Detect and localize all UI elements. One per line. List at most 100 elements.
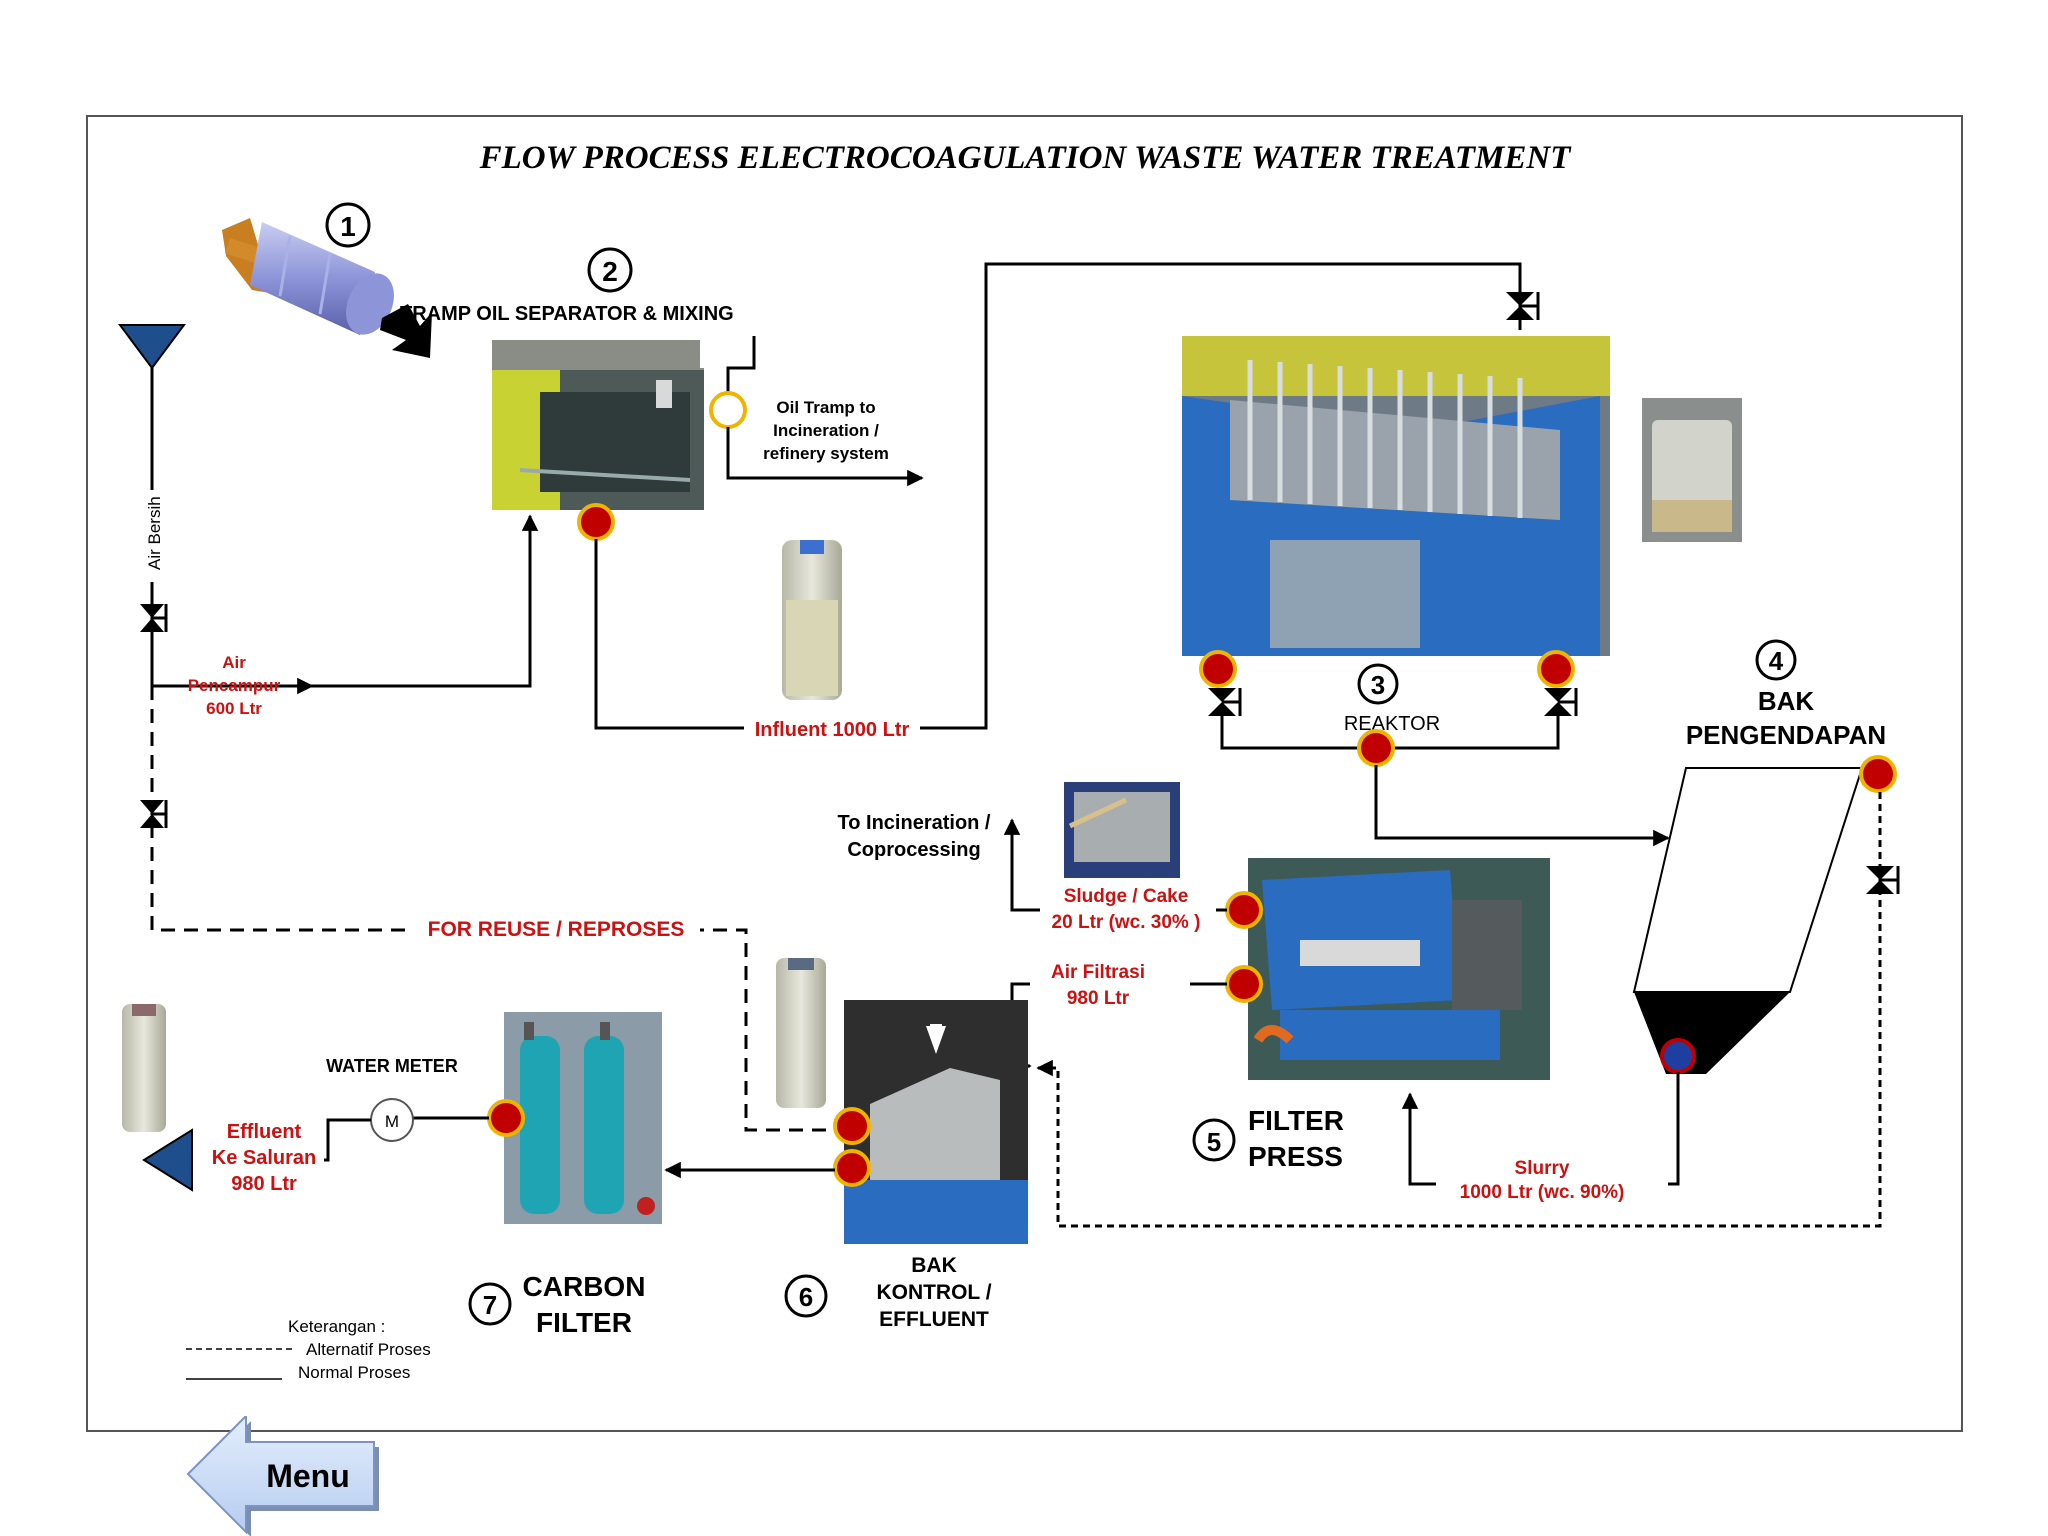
svg-text:1: 1 bbox=[340, 211, 356, 242]
reaktor-photo bbox=[1182, 336, 1610, 656]
svg-text:FILTER: FILTER bbox=[536, 1307, 632, 1338]
water-meter-icon: M bbox=[370, 1098, 414, 1142]
slurry-label: Slurry 1000 Ltr (wc. 90%) bbox=[1436, 1150, 1668, 1208]
legend: Keterangan : Alternatif Proses Normal Pr… bbox=[186, 1317, 431, 1382]
svg-text:7: 7 bbox=[483, 1290, 497, 1320]
air-pencampur-label: Air Pencampur 600 Ltr bbox=[188, 653, 281, 718]
mixing-feed-line bbox=[312, 514, 539, 688]
valve-air-bersih-icon[interactable] bbox=[140, 604, 168, 632]
reaktor-sample-point-right[interactable] bbox=[1537, 650, 1575, 688]
svg-text:5: 5 bbox=[1207, 1127, 1221, 1157]
influent-sample-bottle bbox=[782, 540, 842, 700]
clean-water-source-icon bbox=[118, 324, 186, 370]
svg-text:Air Filtrasi: Air Filtrasi bbox=[1051, 962, 1145, 983]
diagram-frame bbox=[86, 115, 1963, 1432]
air-filtrasi-label: Air Filtrasi 980 Ltr bbox=[1030, 956, 1190, 1012]
valve-reaktor-left-icon[interactable] bbox=[1208, 688, 1242, 716]
filter-press-photo bbox=[1248, 858, 1550, 1080]
sludge-bag-photo bbox=[1064, 782, 1180, 878]
tank-overflow-line bbox=[1036, 792, 1882, 1228]
air-bersih-label: Air Bersih bbox=[145, 496, 164, 570]
tramp-oil-label: TRAMP OIL SEPARATOR & MIXING bbox=[400, 303, 734, 325]
influent-label: Influent 1000 Ltr bbox=[755, 719, 910, 741]
sludge-label: Sludge / Cake 20 Ltr (wc. 30% ) bbox=[1040, 882, 1216, 934]
svg-text:980 Ltr: 980 Ltr bbox=[231, 1173, 297, 1195]
reaktor-to-bak-line bbox=[1374, 765, 1670, 847]
svg-text:KONTROL /: KONTROL / bbox=[876, 1281, 991, 1304]
svg-text:Ke Saluran: Ke Saluran bbox=[212, 1147, 316, 1169]
reaktor-label: REAKTOR bbox=[1344, 713, 1440, 735]
svg-text:BAK: BAK bbox=[911, 1254, 957, 1277]
svg-text:Normal Proses: Normal Proses bbox=[298, 1363, 410, 1382]
svg-text:Alternatif Proses: Alternatif Proses bbox=[306, 1340, 431, 1359]
bak-pengendapan-label: BAK PENGENDAPAN bbox=[1686, 686, 1886, 750]
settling-tank bbox=[1632, 767, 1864, 1074]
oil-outlet-line bbox=[726, 336, 756, 395]
svg-text:refinery system: refinery system bbox=[763, 444, 889, 463]
reuse-label: FOR REUSE / REPROSES bbox=[428, 918, 685, 941]
tank-top-sample-point[interactable] bbox=[1859, 755, 1897, 793]
water-meter-label: WATER METER bbox=[326, 1056, 458, 1076]
step-2-badge: 2 bbox=[587, 247, 633, 293]
svg-text:600 Ltr: 600 Ltr bbox=[206, 699, 262, 718]
menu-button[interactable]: Menu bbox=[186, 1416, 382, 1536]
step-3-badge: 3 bbox=[1357, 663, 1399, 705]
effluent-label: Effluent Ke Saluran 980 Ltr bbox=[200, 1120, 324, 1200]
to-incineration-label: To Incineration / Coprocessing bbox=[838, 812, 991, 861]
svg-text:2: 2 bbox=[602, 256, 618, 287]
influent-line bbox=[594, 262, 1522, 730]
svg-text:Oil Tramp to: Oil Tramp to bbox=[776, 398, 875, 417]
svg-text:PENGENDAPAN: PENGENDAPAN bbox=[1686, 720, 1886, 750]
svg-text:20 Ltr (wc. 30% ): 20 Ltr (wc. 30% ) bbox=[1052, 912, 1201, 933]
step-1-badge: 1 bbox=[325, 202, 371, 248]
reaktor-outlet-sample-point[interactable] bbox=[1357, 729, 1395, 767]
svg-text:Keterangan :: Keterangan : bbox=[288, 1317, 385, 1336]
carbon-filter-label: CARBON FILTER bbox=[523, 1271, 646, 1338]
oil-sample-point[interactable] bbox=[709, 391, 747, 429]
svg-text:CARBON: CARBON bbox=[523, 1271, 646, 1302]
reuse-sample-bottle bbox=[776, 958, 826, 1108]
filter-press-label: FILTER PRESS bbox=[1248, 1105, 1344, 1172]
diagram-title: FLOW PROCESS ELECTROCOAGULATION WASTE WA… bbox=[479, 140, 1573, 176]
kontrol-sample-point-top[interactable] bbox=[833, 1107, 871, 1145]
svg-text:980 Ltr: 980 Ltr bbox=[1067, 988, 1130, 1009]
svg-text:To Incineration /: To Incineration / bbox=[838, 812, 991, 834]
drum-cart-image bbox=[222, 218, 394, 335]
reaktor-sample-jar bbox=[1642, 398, 1742, 542]
svg-text:Pencampur: Pencampur bbox=[188, 676, 281, 695]
valve-reactor-inlet-icon[interactable] bbox=[1506, 292, 1540, 320]
svg-text:Effluent: Effluent bbox=[227, 1121, 302, 1143]
left-arrow-icon bbox=[186, 1416, 379, 1536]
oil-tramp-line bbox=[726, 427, 924, 487]
bak-kontrol-label: BAK KONTROL / EFFLUENT bbox=[876, 1254, 991, 1331]
step-7-badge: 7 bbox=[468, 1282, 512, 1326]
valve-reaktor-right-icon[interactable] bbox=[1544, 688, 1578, 716]
svg-text:Air: Air bbox=[222, 653, 246, 672]
valve-tank-icon[interactable] bbox=[1866, 866, 1900, 894]
svg-text:M: M bbox=[385, 1112, 399, 1131]
feed-arrow-icon bbox=[380, 304, 432, 358]
tank-bottom-sample-point[interactable] bbox=[1660, 1038, 1696, 1074]
sludge-sample-point[interactable] bbox=[1225, 891, 1263, 929]
svg-text:Sludge / Cake: Sludge / Cake bbox=[1064, 886, 1189, 907]
filtrate-sample-point[interactable] bbox=[1225, 965, 1263, 1003]
svg-text:3: 3 bbox=[1371, 670, 1385, 700]
svg-text:Coprocessing: Coprocessing bbox=[847, 839, 980, 861]
svg-text:EFFLUENT: EFFLUENT bbox=[879, 1308, 989, 1331]
step-4-badge: 4 bbox=[1755, 639, 1797, 681]
bak-kontrol-photo bbox=[844, 1000, 1028, 1244]
svg-text:Incineration /: Incineration / bbox=[773, 421, 879, 440]
valve-reuse-icon[interactable] bbox=[140, 800, 168, 828]
carbon-filter-sample-point[interactable] bbox=[487, 1099, 525, 1137]
svg-text:4: 4 bbox=[1769, 646, 1784, 676]
svg-text:1000 Ltr (wc. 90%): 1000 Ltr (wc. 90%) bbox=[1460, 1182, 1625, 1203]
separator-sample-point[interactable] bbox=[577, 503, 615, 541]
effluent-outlet-icon bbox=[142, 1128, 193, 1192]
svg-text:PRESS: PRESS bbox=[1248, 1141, 1343, 1172]
carbon-filter-photo bbox=[504, 1012, 662, 1224]
oil-tramp-label: Oil Tramp to Incineration / refinery sys… bbox=[763, 398, 889, 463]
kontrol-sample-point-bottom[interactable] bbox=[833, 1149, 871, 1187]
reaktor-sample-point-left[interactable] bbox=[1199, 650, 1237, 688]
svg-text:Slurry: Slurry bbox=[1515, 1158, 1570, 1179]
